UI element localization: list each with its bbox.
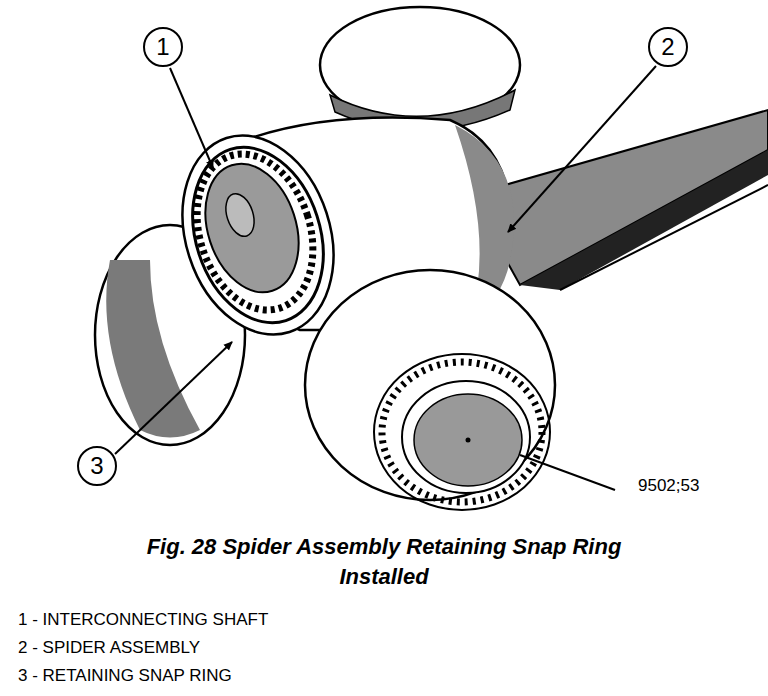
figure-caption: Fig. 28 Spider Assembly Retaining Snap R… (124, 532, 644, 592)
figure-code: 9502;53 (638, 476, 699, 496)
callout-circle: 2 (648, 27, 688, 67)
callout-circle: 3 (77, 446, 117, 486)
callout-number: 3 (90, 454, 103, 478)
part-name: 1 - INTERCONNECTING SHAFT (18, 610, 268, 630)
callout-circle: 1 (143, 27, 183, 67)
callout-number: 2 (661, 35, 674, 59)
part-name: 2 - SPIDER ASSEMBLY (18, 638, 200, 658)
callout-number: 1 (156, 35, 169, 59)
part-name: 3 - RETAINING SNAP RING (18, 666, 232, 686)
